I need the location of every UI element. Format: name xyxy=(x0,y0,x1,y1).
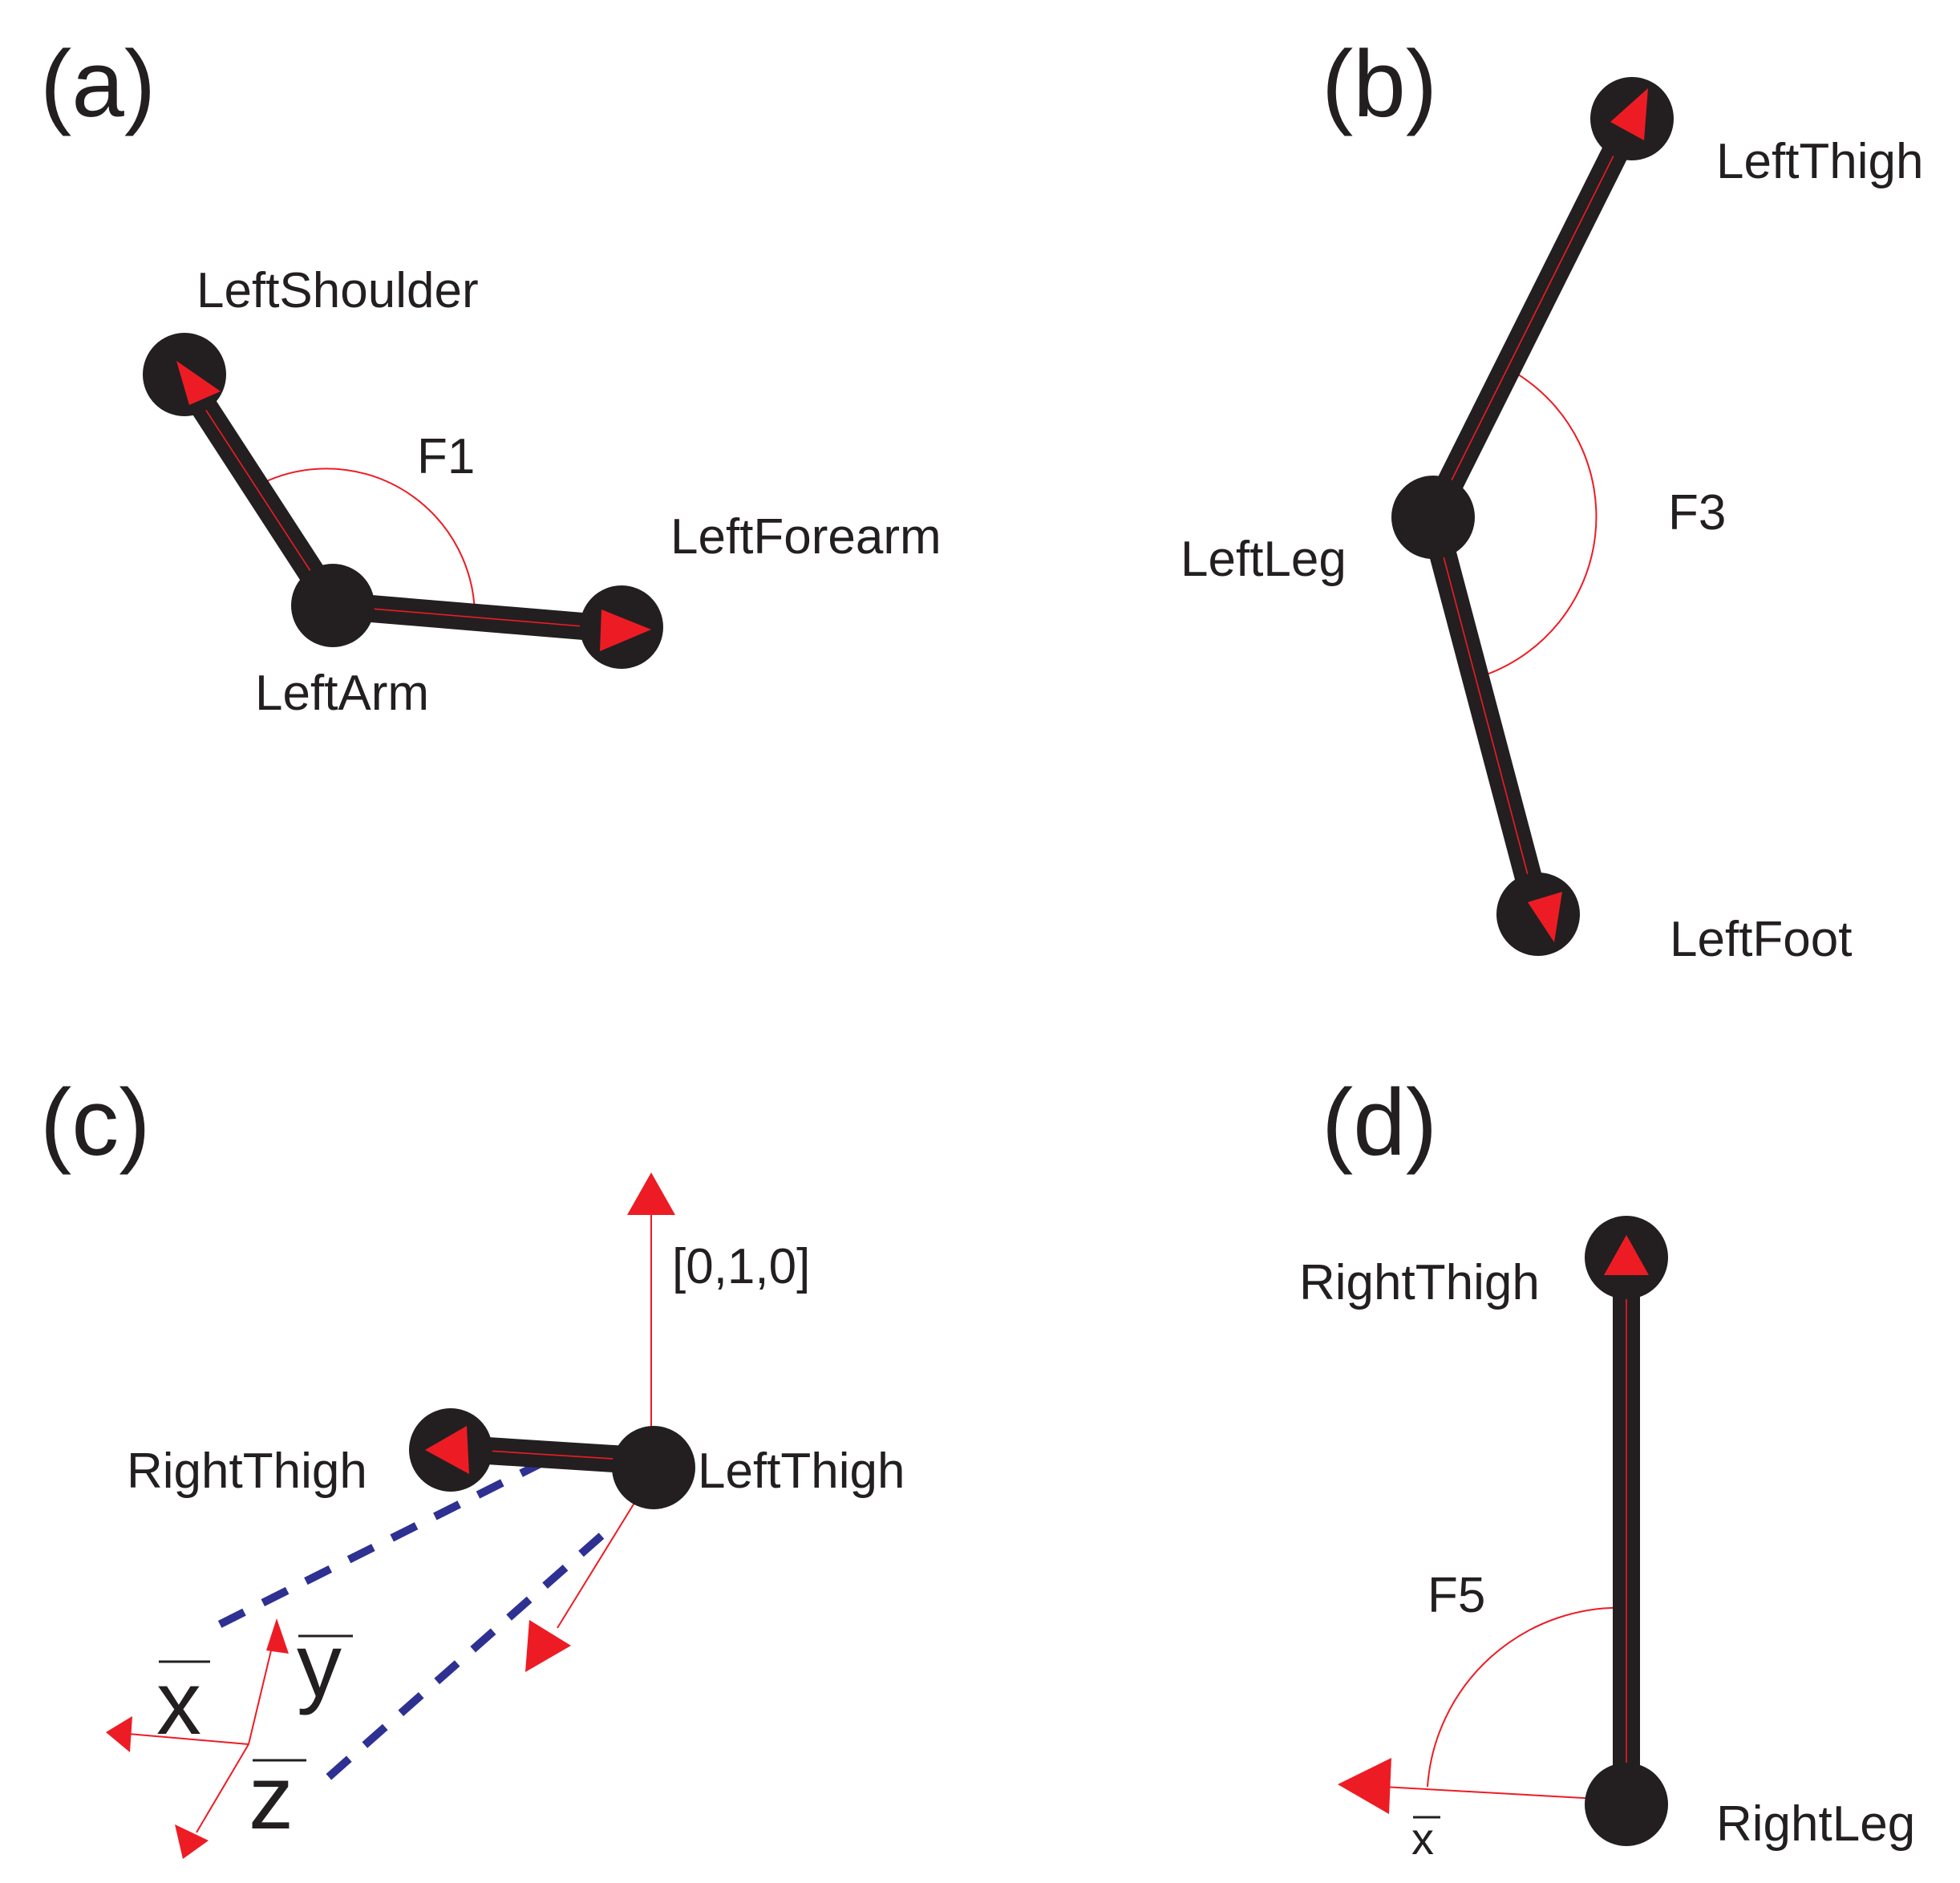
angle-label-f1: F1 xyxy=(417,429,475,484)
normal-vector-arrowhead xyxy=(525,1620,571,1672)
panel-a: (a) LeftShoulder LeftArm LeftForearm F1 xyxy=(40,31,942,721)
arrowhead-leftforearm xyxy=(600,609,651,651)
joint-leftleg xyxy=(1391,476,1475,559)
axis-x-label-d: x xyxy=(1411,1813,1434,1864)
arrowhead-leftfoot xyxy=(1528,892,1562,942)
axis-z-arrowhead xyxy=(175,1824,209,1859)
joint-label-leftthigh-c: LeftThigh xyxy=(698,1444,905,1499)
axis-z-line xyxy=(196,1743,249,1833)
up-vector-arrowhead xyxy=(627,1172,675,1215)
dashed-line-lower xyxy=(322,1533,605,1784)
joint-label-rightthigh-d: RightThigh xyxy=(1299,1255,1540,1310)
bone-core-a1 xyxy=(184,376,334,606)
joint-label-leftleg: LeftLeg xyxy=(1180,532,1346,587)
joint-label-leftarm: LeftArm xyxy=(255,666,429,721)
angle-arc-f5 xyxy=(1427,1606,1629,1788)
joint-leftthigh-c xyxy=(612,1426,695,1509)
arrowhead-rightthigh-c xyxy=(425,1426,469,1474)
arrowhead-leftshoulder xyxy=(176,361,221,405)
panel-c: (c) [0,1,0] RightThigh LeftThigh x y xyxy=(40,1070,905,1859)
panel-b: (b) LeftThigh LeftLeg LeftFoot F3 xyxy=(1180,31,1924,967)
joint-rightleg-d xyxy=(1585,1763,1668,1846)
bone-core-b2 xyxy=(1432,516,1539,915)
angle-label-f3: F3 xyxy=(1668,485,1726,541)
axis-y-line xyxy=(248,1650,272,1745)
bone-core-b1 xyxy=(1432,118,1633,518)
panel-c-label: (c) xyxy=(40,1070,151,1176)
axis-x-arrowhead-d xyxy=(1338,1758,1391,1814)
panel-b-label: (b) xyxy=(1322,31,1437,137)
axis-y-arrowhead xyxy=(266,1618,289,1654)
panel-a-label: (a) xyxy=(40,31,156,137)
panel-d: (d) RightThigh RightLeg F5 x xyxy=(1299,1070,1915,1864)
axis-x-label: x xyxy=(156,1653,201,1753)
angle-arc-f3 xyxy=(1481,372,1598,677)
axis-x-line xyxy=(128,1733,249,1745)
joint-label-leftthigh: LeftThigh xyxy=(1716,134,1924,189)
axis-z-label: z xyxy=(249,1747,294,1848)
joint-label-leftforearm: LeftForearm xyxy=(670,509,942,565)
arrowhead-leftthigh xyxy=(1610,88,1648,140)
angle-arc-f1 xyxy=(257,468,476,618)
bone-core-a2 xyxy=(332,605,622,630)
axis-y-label: y xyxy=(297,1615,342,1715)
dashed-line-upper xyxy=(210,1457,548,1632)
panel-d-label: (d) xyxy=(1322,1070,1437,1176)
joint-leftarm xyxy=(291,564,375,647)
joint-label-leftshoulder: LeftShoulder xyxy=(196,263,479,318)
axis-x-arrowhead xyxy=(106,1716,132,1752)
joint-label-rightleg-d: RightLeg xyxy=(1716,1796,1915,1852)
joint-label-leftfoot: LeftFoot xyxy=(1670,912,1852,967)
angle-label-f5: F5 xyxy=(1427,1568,1485,1623)
joint-label-rightthigh-c: RightThigh xyxy=(127,1444,367,1499)
up-vector-label: [0,1,0] xyxy=(672,1239,810,1294)
arrowhead-rightthigh-d xyxy=(1604,1235,1649,1275)
